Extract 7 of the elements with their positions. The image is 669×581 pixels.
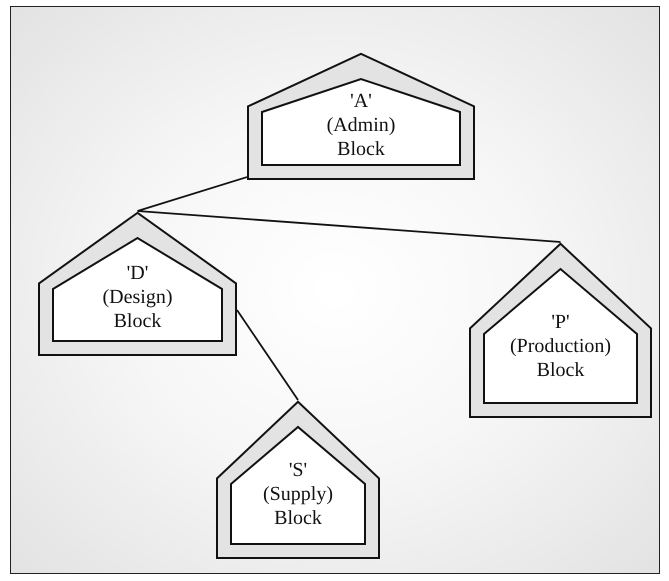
- block-label: 'P' (Production) Block: [510, 310, 612, 382]
- connector-line: [137, 176, 248, 212]
- block-label: 'A' (Admin) Block: [326, 89, 396, 162]
- block-label: 'D' (Design) Block: [102, 260, 172, 333]
- block-label: 'S' (Supply) Block: [263, 458, 333, 530]
- connector-line: [236, 310, 299, 400]
- connector-line: [137, 210, 561, 243]
